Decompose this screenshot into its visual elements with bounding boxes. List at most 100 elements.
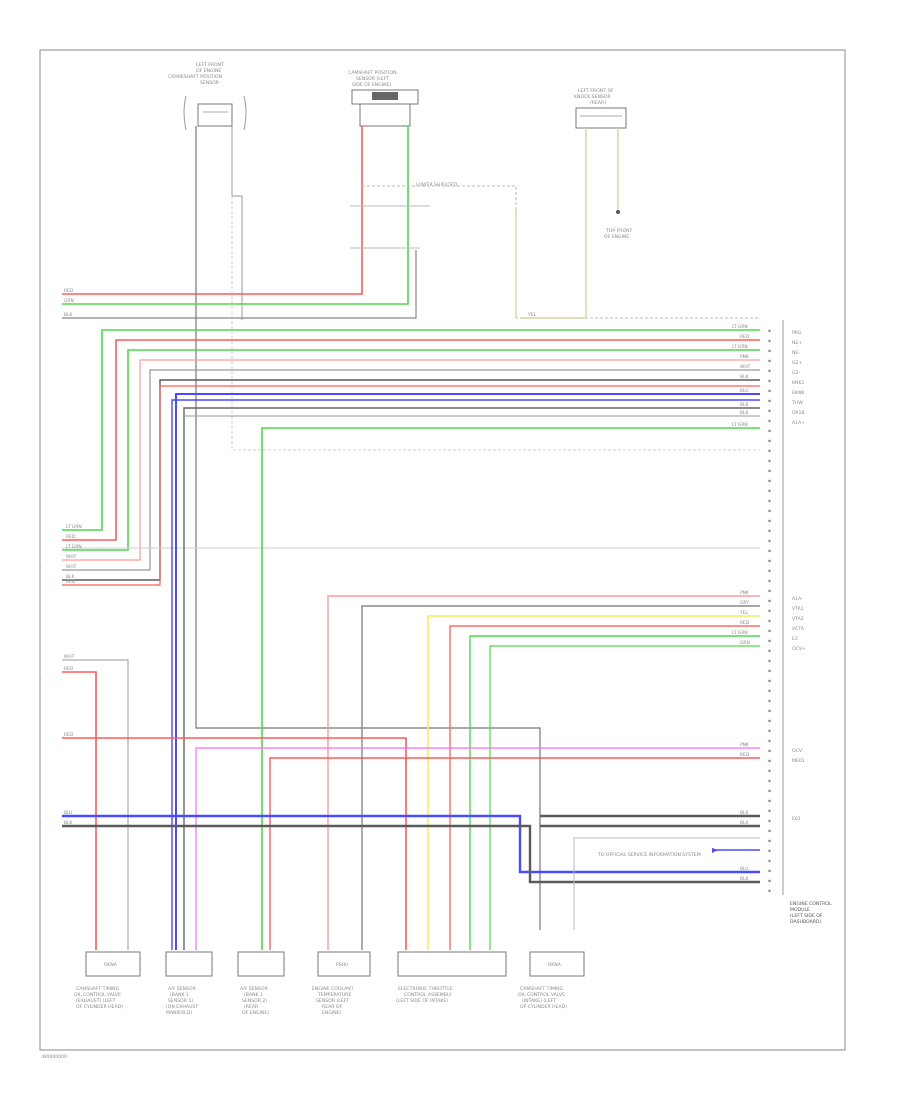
ecm-pin-mark: ▪ bbox=[768, 709, 771, 714]
svg-text:ENGINE): ENGINE) bbox=[322, 1010, 342, 1016]
ecm-pin-mark: ▪ bbox=[768, 799, 771, 804]
ecm-pin-mark: ▪ bbox=[768, 629, 771, 634]
ecm-signal-label: VTA1 bbox=[792, 606, 804, 612]
knock-sensor-body bbox=[575, 107, 627, 129]
wire-color-tag: LT GRN bbox=[66, 524, 82, 530]
wire-color-tag: RED bbox=[64, 288, 74, 294]
ecm-pin-mark: ▪ bbox=[768, 689, 771, 694]
wire-color-tag: PNK bbox=[740, 354, 749, 360]
wire-red-ocv1 bbox=[62, 671, 97, 950]
svg-text:CONTROL ASSEMBLY: CONTROL ASSEMBLY bbox=[404, 992, 452, 998]
wire-color-tag: RED bbox=[64, 666, 74, 672]
wire-cam-red bbox=[62, 126, 363, 295]
ecm-pin-mark: ▪ bbox=[768, 539, 771, 544]
svg-text:(REAR): (REAR) bbox=[590, 100, 606, 106]
wire-black-1 bbox=[62, 379, 760, 581]
ecm-signal-label: E01 bbox=[792, 816, 801, 822]
ecm-signal-label: OX1B bbox=[792, 410, 805, 416]
wire-color-tag: BLK bbox=[740, 410, 748, 416]
ecm-signal-label: ME01 bbox=[792, 758, 805, 764]
ecm-pin-mark: ▪ bbox=[768, 419, 771, 424]
ecm-pin-mark: ▪ bbox=[768, 589, 771, 594]
ecm-signal-label: OCV+ bbox=[792, 646, 806, 652]
arrow-icon bbox=[712, 848, 718, 853]
wire-crank-black bbox=[195, 126, 541, 930]
wire-color-tag: GRN bbox=[64, 298, 74, 304]
ecm-signal-label: OCV- bbox=[792, 748, 804, 754]
wire-layer bbox=[62, 126, 760, 950]
svg-text:CRANKSHAFT POSITION: CRANKSHAFT POSITION bbox=[168, 74, 222, 80]
svg-text:SENSOR (LEFT: SENSOR (LEFT bbox=[356, 76, 389, 82]
svg-text:(BANK 1: (BANK 1 bbox=[170, 992, 189, 998]
wire-red-af2 bbox=[269, 757, 760, 950]
ecm-pin-mark: ▪ bbox=[768, 499, 771, 504]
wire-green-etc2 bbox=[489, 645, 760, 950]
left-pin-number: · bbox=[46, 559, 47, 564]
svg-text:OF CYLINDER HEAD): OF CYLINDER HEAD) bbox=[76, 1004, 123, 1010]
wire-color-tag: WHT bbox=[64, 654, 75, 660]
wire-color-tag: LT GRN bbox=[732, 422, 748, 428]
wire-color-tag: BLU bbox=[740, 388, 748, 394]
ecm-signal-label: NE+ bbox=[792, 340, 802, 346]
left-pin-number: · bbox=[46, 529, 47, 534]
ecm-pin-mark: ▪ bbox=[768, 599, 771, 604]
camshaft-sensor-element bbox=[372, 92, 398, 100]
wire-black-af bbox=[183, 407, 760, 950]
svg-text:OIL CONTROL VALVE: OIL CONTROL VALVE bbox=[74, 992, 121, 998]
ecm-signal-label: KNK1 bbox=[792, 380, 804, 386]
wire-color-tag: LT GRN bbox=[732, 324, 748, 330]
wire-color-tag: YEL bbox=[527, 312, 536, 318]
svg-text:(LEFT SIDE OF INTAKE): (LEFT SIDE OF INTAKE) bbox=[396, 998, 448, 1004]
wire-color-tag: RED bbox=[64, 732, 74, 738]
wire-color-tag: WHT bbox=[66, 564, 77, 570]
svg-text:PSHU: PSHU bbox=[336, 962, 349, 968]
ecm-signal-label: THW bbox=[791, 400, 803, 406]
left-pin-number: · bbox=[46, 569, 47, 574]
wire-color-tag: LT GRN bbox=[732, 344, 748, 350]
wire-color-tag: BLU bbox=[740, 866, 748, 872]
wire-color-tag: BLK bbox=[64, 312, 72, 318]
ecm-label-2: MODULE bbox=[790, 907, 810, 913]
wire-color-tag: RED bbox=[66, 534, 76, 540]
ecm-pin-mark: ▪ bbox=[768, 749, 771, 754]
left-pin-number: · bbox=[46, 549, 47, 554]
wire-color-tag: GRY bbox=[740, 600, 749, 606]
ecm-signal-label: EKNK bbox=[792, 390, 805, 396]
ecm-pin-mark: ▪ bbox=[768, 789, 771, 794]
ecm-pin-mark: ▪ bbox=[768, 669, 771, 674]
svg-text:TOP FRONT: TOP FRONT bbox=[605, 228, 633, 234]
wire-color-tag: BLK bbox=[740, 820, 748, 826]
ecm-pin-mark: ▪ bbox=[768, 879, 771, 884]
wire-ocv2-gray bbox=[573, 837, 760, 930]
left-pin-number: · bbox=[46, 815, 47, 820]
wire-color-tag: RED bbox=[66, 579, 76, 585]
svg-text:(BANK 1: (BANK 1 bbox=[244, 992, 263, 998]
ecm-pin-mark: ▪ bbox=[768, 619, 771, 624]
svg-text:SIDE OF ENGINE): SIDE OF ENGINE) bbox=[352, 82, 391, 88]
wire-crank-shield bbox=[231, 196, 760, 451]
ecm-pin-mark: ▪ bbox=[768, 389, 771, 394]
ecm-pin-mark: ▪ bbox=[768, 849, 771, 854]
svg-text:(REAR: (REAR bbox=[244, 1004, 259, 1010]
wire-ltgrn-af2 bbox=[261, 427, 760, 950]
wire-color-tag: RED bbox=[740, 752, 750, 758]
ecm-pin-mark: ▪ bbox=[768, 369, 771, 374]
ocv-intake: RKNA CAMSHAFT TIMING OIL CONTROL VALVE (… bbox=[518, 951, 585, 1010]
left-pin-number: · bbox=[46, 659, 47, 664]
left-pin-number: · bbox=[46, 317, 47, 322]
ecm-pin-mark: ▪ bbox=[768, 409, 771, 414]
ecm-pin-mark: ▪ bbox=[768, 519, 771, 524]
ecm-signal-label: A1A+ bbox=[792, 420, 805, 426]
ecm-pin-mark: ▪ bbox=[768, 859, 771, 864]
ecm-signal-label: G2+ bbox=[792, 360, 802, 366]
ecm-signal-label: E2 bbox=[792, 636, 798, 642]
svg-text:(ON EXHAUST: (ON EXHAUST bbox=[166, 1004, 198, 1010]
ecm-signal-label: VTA2 bbox=[792, 616, 804, 622]
left-pin-number: · bbox=[46, 671, 47, 676]
left-pin-number: · bbox=[46, 825, 47, 830]
wire-pink-ocv bbox=[195, 747, 760, 950]
diagram-frame bbox=[39, 49, 846, 1051]
ecm-pin-mark: ▪ bbox=[768, 839, 771, 844]
wire-gray-1 bbox=[62, 369, 760, 571]
